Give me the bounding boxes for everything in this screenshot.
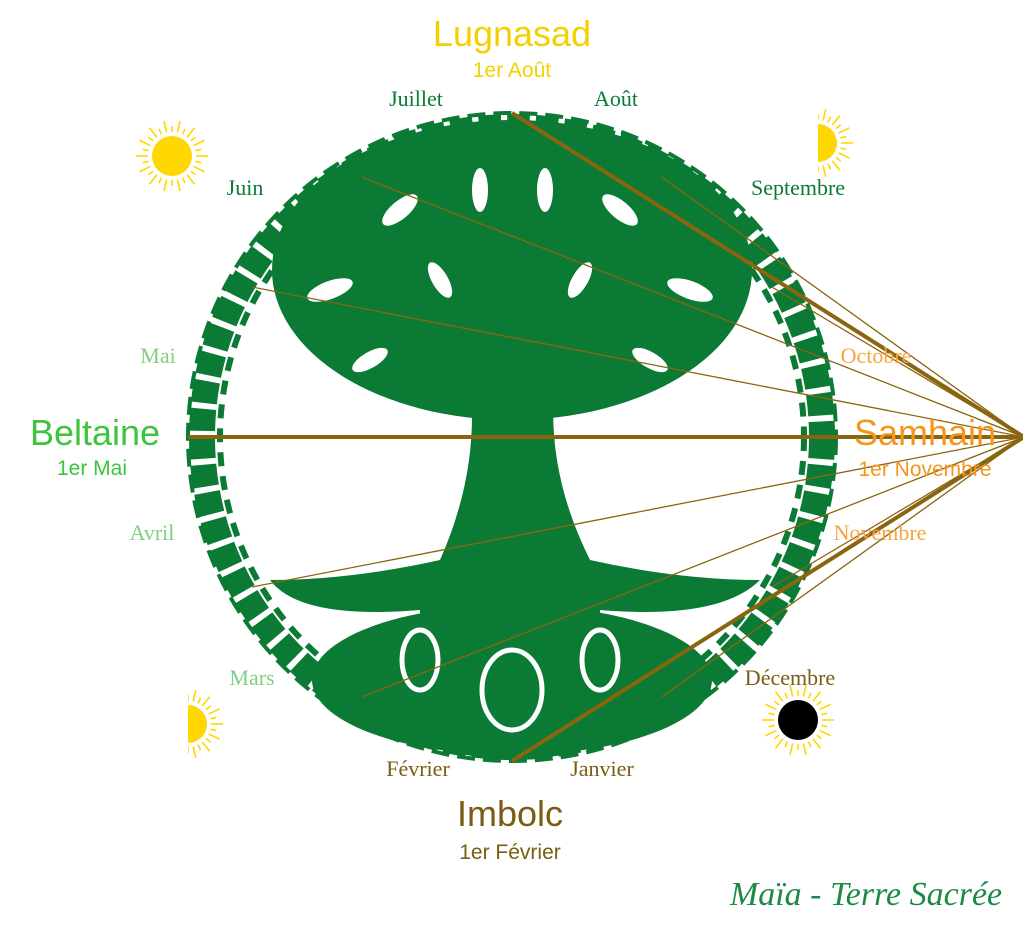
month-juillet: Juillet <box>389 86 443 111</box>
spoke-line <box>361 176 1023 438</box>
spoke-line <box>661 176 1023 438</box>
month-octobre: Octobre <box>840 343 912 368</box>
festival-beltaine: Beltaine <box>29 412 161 453</box>
festival-lugnasad-date: 1er Août <box>472 59 552 82</box>
spoke-line <box>252 436 1023 588</box>
month-mai: Mai <box>140 343 176 368</box>
spoke-line <box>510 111 1023 439</box>
month-janvier: Janvier <box>570 756 634 781</box>
month-novembre: Novembre <box>833 520 927 545</box>
festival-samhain: Samhain <box>853 412 997 453</box>
month-decembre: Décembre <box>744 665 836 690</box>
month-juin: Juin <box>226 175 264 200</box>
eclipse-sun-icon <box>762 684 834 756</box>
spoke-line <box>510 435 1023 763</box>
spoke-line <box>361 436 1023 698</box>
month-aout: Août <box>594 86 638 111</box>
half-sun-icon <box>188 689 223 759</box>
spoke-line <box>771 436 1023 588</box>
festival-imbolc: Imbolc <box>456 793 564 834</box>
festival-beltaine-date: 1er Mai <box>56 457 128 480</box>
festival-samhain-date: 1er Novembre <box>858 458 992 481</box>
month-septembre: Septembre <box>750 175 846 200</box>
month-mars: Mars <box>229 665 275 690</box>
sun-icon <box>136 120 208 192</box>
month-avril: Avril <box>129 520 175 545</box>
signature: Maïa - Terre Sacrée <box>729 876 1003 913</box>
month-fevrier: Février <box>386 756 450 781</box>
spoke-line <box>661 436 1023 698</box>
festival-lugnasad: Lugnasad <box>432 13 592 54</box>
half-sun-icon <box>818 108 853 178</box>
festival-imbolc-date: 1er Février <box>459 841 561 864</box>
spoke-line <box>252 286 1023 438</box>
